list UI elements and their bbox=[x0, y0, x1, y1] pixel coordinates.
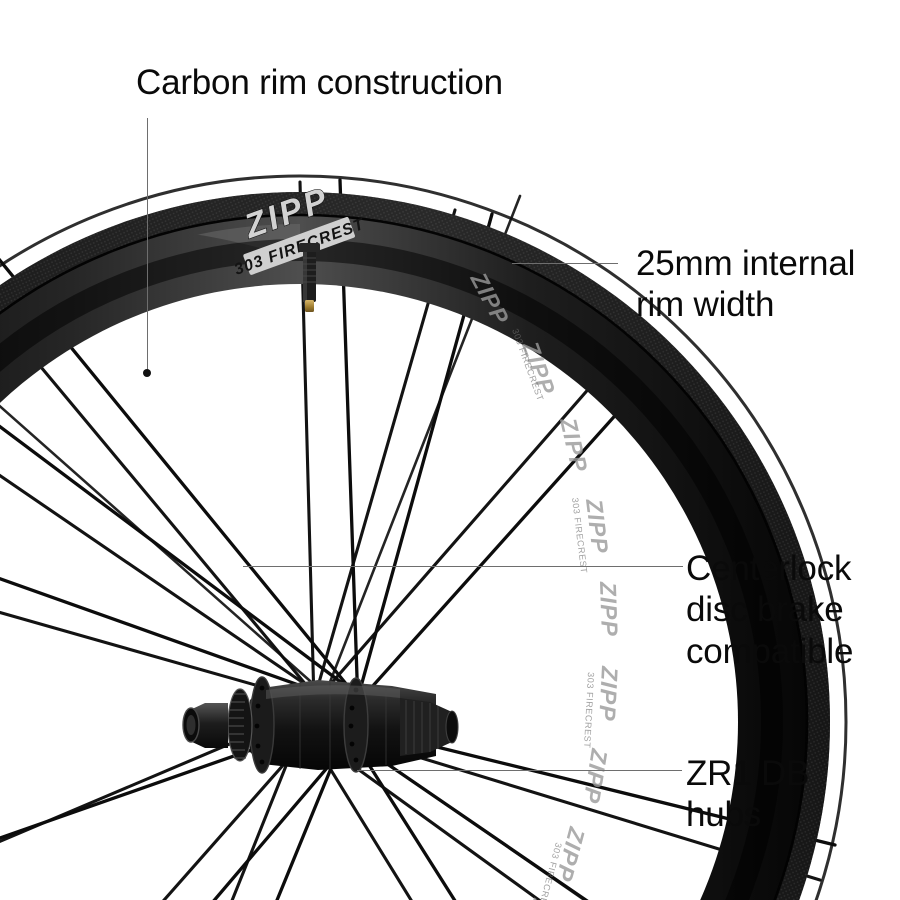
svg-text:ZIPP: ZIPP bbox=[595, 580, 623, 637]
hub-assembly bbox=[182, 676, 459, 774]
callout-rim-width-line-2: rim width bbox=[636, 285, 775, 325]
leader-endpoint-carbon-rim bbox=[143, 369, 151, 377]
callout-carbon-rim-construction: Carbon rim construction bbox=[136, 63, 503, 102]
callout-hubs-line-2: hubs bbox=[686, 795, 762, 835]
callout-centerlock-line-3: compatible bbox=[686, 631, 854, 671]
svg-text:ZIPP: ZIPP bbox=[509, 895, 554, 900]
leader-line-carbon-rim bbox=[147, 118, 148, 376]
callout-rim-width-line-1: 25mm internal bbox=[636, 244, 856, 283]
callout-centerlock-line-2: disc brake bbox=[686, 590, 844, 630]
leader-line-rim-width bbox=[512, 263, 618, 264]
callout-centerlock-line-1: Centerlock bbox=[686, 549, 852, 588]
svg-text:303 FIRECREST: 303 FIRECREST bbox=[582, 672, 596, 749]
valve-stem bbox=[299, 243, 320, 312]
svg-text:ZIPP: ZIPP bbox=[594, 665, 623, 722]
callout-hubs-line-1: ZR1 DB bbox=[686, 754, 810, 793]
centerlock-interface bbox=[227, 688, 253, 762]
leader-line-hubs bbox=[357, 770, 682, 771]
leader-line-centerlock bbox=[243, 566, 683, 567]
